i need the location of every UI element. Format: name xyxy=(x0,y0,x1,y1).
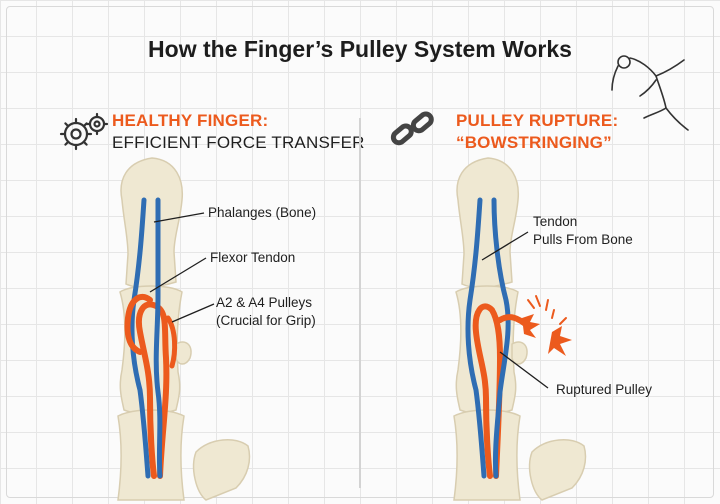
a4-pulley xyxy=(165,315,178,369)
center-divider xyxy=(359,118,361,488)
rupture-tear-right xyxy=(548,326,572,356)
label-ruptured-pulley: Ruptured Pulley xyxy=(556,382,653,397)
label-pulleys-note: (Crucial for Grip) xyxy=(216,313,316,328)
healthy-heading: HEALTHY FINGER: xyxy=(112,111,269,130)
page-title: How the Finger’s Pulley System Works xyxy=(148,36,572,62)
label-tendon-pulls: Pulls From Bone xyxy=(533,232,633,247)
rupture-heading: PULLEY RUPTURE: xyxy=(456,111,619,130)
bowstringing-tendon xyxy=(465,197,511,479)
flexor-tendon-orange xyxy=(136,301,170,479)
rupture-tear-left xyxy=(522,314,540,338)
healthy-subheading: EFFICIENT FORCE TRANSFER xyxy=(112,133,365,152)
a2-pulley xyxy=(124,293,153,355)
distal-phalanx xyxy=(120,157,184,289)
neighbor-bone xyxy=(192,439,251,501)
label-phalanges: Phalanges (Bone) xyxy=(208,205,317,220)
frame xyxy=(6,6,714,498)
label-pulleys: A2 & A4 Pulleys xyxy=(216,295,313,310)
label-flexor-tendon: Flexor Tendon xyxy=(210,250,296,265)
rupture-subheading: “BOWSTRINGING” xyxy=(456,133,612,152)
label-tendon: Tendon xyxy=(533,214,578,229)
